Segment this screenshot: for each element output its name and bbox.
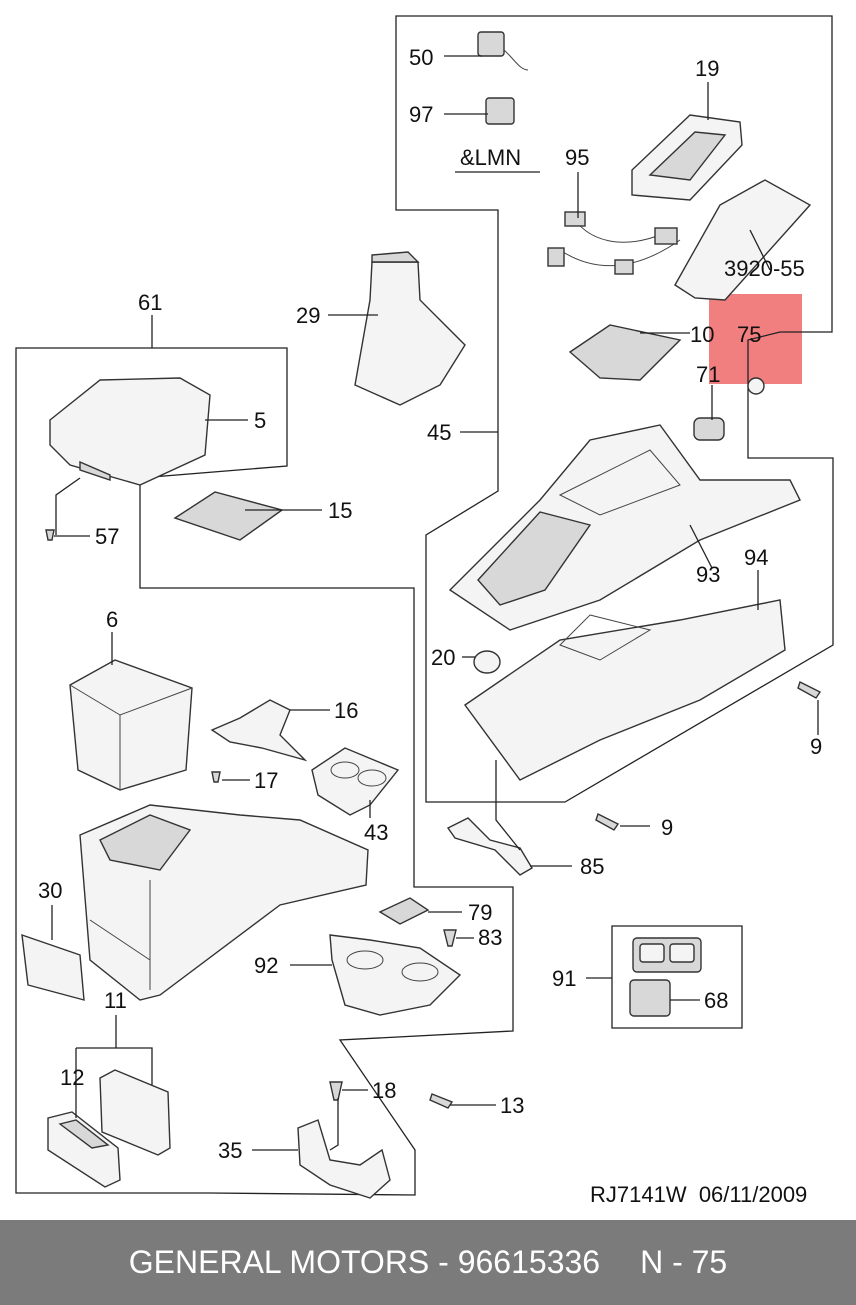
callout-83: 83 — [478, 925, 502, 950]
callout-15: 15 — [328, 498, 352, 523]
screw-18 — [329, 1081, 343, 1101]
part-71-socket — [693, 417, 725, 441]
part-75-plug — [747, 377, 765, 395]
screw-13 — [429, 1093, 454, 1109]
part-91-switch — [632, 937, 702, 973]
part-main-console — [79, 804, 369, 1001]
callout-18: 18 — [372, 1078, 396, 1103]
part-11-holder — [99, 1069, 171, 1156]
callout-17: 17 — [254, 768, 278, 793]
callout-5: 5 — [254, 408, 266, 433]
callout-12: 12 — [60, 1065, 84, 1090]
footer-ref: N - 75 — [640, 1244, 728, 1280]
callout-9-lower: 9 — [661, 815, 673, 840]
screw-17 — [211, 771, 221, 783]
callout-85: 85 — [580, 854, 604, 879]
callout-16: 16 — [334, 698, 358, 723]
part-68-switch — [629, 979, 671, 1017]
callout-6: 6 — [106, 607, 118, 632]
group-outline-upper — [395, 15, 834, 803]
callout-35: 35 — [218, 1138, 242, 1163]
callout-93: 93 — [696, 562, 720, 587]
callout-75: 75 — [737, 322, 761, 347]
callout-61: 61 — [138, 290, 162, 315]
callout-3920-55: 3920-55 — [724, 256, 805, 281]
part-20-ring — [473, 650, 501, 674]
screw-83 — [443, 929, 457, 947]
callout-57: 57 — [95, 524, 119, 549]
callout-29: 29 — [296, 303, 320, 328]
callout-lmn: &LMN — [460, 145, 521, 170]
part-35-bracket — [297, 1119, 391, 1199]
part-6-bin — [69, 659, 193, 791]
callout-30: 30 — [38, 878, 62, 903]
callout-43: 43 — [364, 820, 388, 845]
leader-lines — [51, 55, 819, 1151]
callout-91: 91 — [552, 966, 576, 991]
callout-11: 11 — [104, 988, 127, 1013]
callout-95: 95 — [565, 145, 589, 170]
group-outline-armrest — [15, 347, 514, 1196]
part-15-pad — [173, 491, 284, 541]
callout-50: 50 — [409, 45, 433, 70]
screw-9-upper — [797, 681, 822, 699]
part-12-cover — [47, 1111, 121, 1188]
part-29-boot — [354, 251, 466, 406]
callout-9-upper: 9 — [810, 734, 822, 759]
parts-diagram: 50 97 &LMN 95 19 3920-55 29 10 75 71 61 … — [15, 15, 834, 1207]
callout-94: 94 — [744, 545, 768, 570]
screw-57 — [45, 529, 55, 541]
footer-bar: GENERAL MOTORS - 96615336 N - 75 — [0, 1220, 856, 1305]
part-94-panel — [464, 599, 786, 781]
callout-79: 79 — [468, 900, 492, 925]
callout-71: 71 — [696, 362, 720, 387]
footer-maker: GENERAL MOTORS - 96615336 — [128, 1244, 601, 1280]
part-85-bracket — [446, 817, 533, 876]
group-outline-91 — [611, 925, 743, 1029]
part-3920-55-trim — [674, 179, 812, 301]
part-5-armrest — [49, 377, 211, 486]
callout-20: 20 — [431, 645, 455, 670]
part-79-clip — [378, 897, 430, 925]
part-95-harness — [547, 211, 681, 275]
part-97-switch — [485, 97, 515, 125]
callout-68: 68 — [704, 988, 728, 1013]
callout-10: 10 — [690, 322, 714, 347]
drawing-ref: RJ7141W 06/11/2009 — [590, 1182, 807, 1207]
callout-97: 97 — [409, 102, 433, 127]
part-30-panel — [21, 933, 85, 1001]
part-92-cupholder — [329, 934, 462, 1016]
screw-9-lower — [595, 813, 620, 831]
part-19-bezel — [631, 114, 743, 201]
callout-13: 13 — [500, 1093, 524, 1118]
callout-19: 19 — [695, 56, 719, 81]
part-16-bracket — [210, 699, 308, 762]
part-50-connector — [477, 31, 529, 71]
part-10-mat — [568, 324, 682, 381]
part-43-cupholder — [311, 747, 400, 816]
callout-45: 45 — [427, 420, 451, 445]
callout-labels: 50 97 &LMN 95 19 3920-55 29 10 75 71 61 … — [38, 45, 822, 1207]
highlight-box — [709, 294, 802, 384]
part-93-console — [448, 424, 801, 631]
callout-92: 92 — [254, 953, 278, 978]
